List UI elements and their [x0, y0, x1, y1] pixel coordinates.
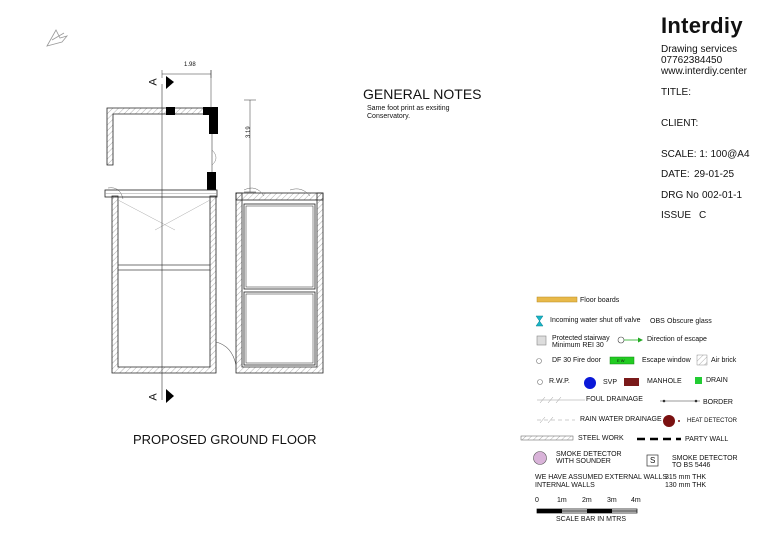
legend-escape-window: Escape window	[642, 357, 691, 364]
steel-work-line	[520, 435, 574, 441]
legend-steel-work: STEEL WORK	[578, 435, 624, 442]
legend-escape-direction: Direction of escape	[647, 336, 707, 343]
right-rooms	[235, 187, 324, 374]
legend-water-valve: Incoming water shut off valve	[550, 317, 641, 324]
scale-tick-3: 3m	[607, 497, 617, 504]
general-notes-heading: GENERAL NOTES	[363, 86, 482, 102]
legend-ew-code: E W	[617, 358, 625, 363]
legend-stairway-2: Minimum REI 30	[552, 342, 604, 349]
legend-obs-text: Obscure glass	[667, 318, 712, 325]
corner-stamp-icon	[46, 29, 69, 47]
scale-tick-4: 4m	[631, 497, 641, 504]
svp-icon	[584, 377, 596, 389]
rain-drainage-line	[537, 416, 575, 424]
legend-heat-detector: HEAT DETECTOR	[687, 418, 738, 424]
escape-direction-icon	[617, 336, 625, 344]
scale-label: SCALE: 1: 100@A4	[661, 149, 750, 160]
section-mark-top: A	[147, 78, 160, 86]
wall-pier	[209, 107, 218, 134]
legend-obs-code: OBS	[650, 318, 665, 325]
drg-value: 002-01-1	[702, 190, 743, 201]
legend-symbols	[520, 296, 708, 514]
air-brick-icon	[696, 354, 708, 366]
legend-manhole: MANHOLE	[647, 378, 682, 385]
scale-bar	[536, 508, 638, 514]
drain-icon	[695, 377, 702, 384]
scale-caption: SCALE BAR IN MTRS	[556, 516, 627, 523]
general-notes-text: Same foot print as exsiting Conservatory…	[367, 105, 450, 120]
rwp-icon	[537, 379, 543, 385]
company-logo: Interdiy	[661, 13, 743, 38]
dimension-top-label: 1.98	[184, 62, 196, 68]
scale-tick-1: 1m	[557, 497, 567, 504]
smoke-sounder-icon	[533, 451, 547, 465]
beam	[104, 189, 218, 198]
client-label: CLIENT:	[661, 118, 699, 129]
legend-smoke-bs-1: SMOKE DETECTOR	[672, 455, 738, 462]
legend-floor-boards: Floor boards	[580, 297, 620, 304]
plan-title: PROPOSED GROUND FLOOR	[133, 432, 317, 447]
heat-detector-icon	[663, 415, 675, 427]
water-valve-icon	[535, 315, 544, 327]
section-mark-bottom: A	[147, 393, 160, 401]
upper-room	[106, 107, 218, 190]
legend-rain-drainage: RAIN WATER DRAINAGE	[580, 416, 662, 423]
legend-smoke-sounder-1: SMOKE DETECTOR	[556, 451, 622, 458]
legend-external-walls: WE HAVE ASSUMED EXTERNAL WALLS	[535, 474, 667, 481]
company-phone: 07762384450	[661, 55, 723, 66]
company-services: Drawing services	[661, 44, 738, 55]
legend-stairway-1: Protected stairway	[552, 335, 610, 342]
legend-external-thickness: 315 mm THK	[665, 474, 707, 481]
legend-border: BORDER	[703, 399, 733, 406]
foul-drainage-line	[537, 396, 585, 404]
legend-drain: DRAIN	[706, 377, 728, 384]
legend-smoke-sounder-2: WITH SOUNDER	[556, 458, 611, 465]
date-label: DATE:	[661, 169, 690, 180]
wall-pier	[166, 107, 175, 115]
legend-smoke-bs-2: TO BS 5446	[672, 462, 711, 469]
escape-window-swatch	[609, 356, 635, 365]
legend-svp: SVP	[603, 379, 618, 386]
dimension-side-label: 3.19	[246, 126, 252, 138]
manhole-icon	[624, 378, 639, 386]
date-value: 29-01-25	[694, 169, 735, 180]
wall-pier	[207, 172, 216, 190]
scale-tick-2: 2m	[582, 497, 592, 504]
scale-tick-0: 0	[535, 497, 539, 504]
border-line	[660, 399, 700, 403]
issue-value: C	[699, 210, 707, 221]
company-website[interactable]: www.interdiy.center	[661, 66, 747, 77]
legend-s-code: S	[650, 456, 656, 465]
title-label: TITLE:	[661, 87, 692, 98]
fire-door-icon	[536, 358, 542, 364]
issue-label: ISSUE	[661, 210, 692, 221]
lower-left-room	[111, 195, 237, 374]
legend-rwp: R.W.P.	[549, 378, 570, 385]
legend-fire-door: DF 30 Fire door	[552, 357, 602, 364]
section-line	[161, 76, 174, 403]
drg-label: DRG No	[661, 190, 699, 201]
legend-internal-thickness: 130 mm THK	[665, 482, 707, 489]
legend-party-wall: PARTY WALL	[685, 436, 729, 443]
smoke-bs-icon	[646, 454, 659, 467]
legend-air-brick: Air brick	[711, 357, 737, 364]
floor-boards-swatch	[536, 296, 578, 303]
legend-foul-drainage: FOUL DRAINAGE	[586, 396, 643, 403]
dimension-lines	[161, 70, 256, 193]
legend-internal-walls: INTERNAL WALLS	[535, 482, 595, 489]
stairway-icon	[536, 335, 547, 346]
